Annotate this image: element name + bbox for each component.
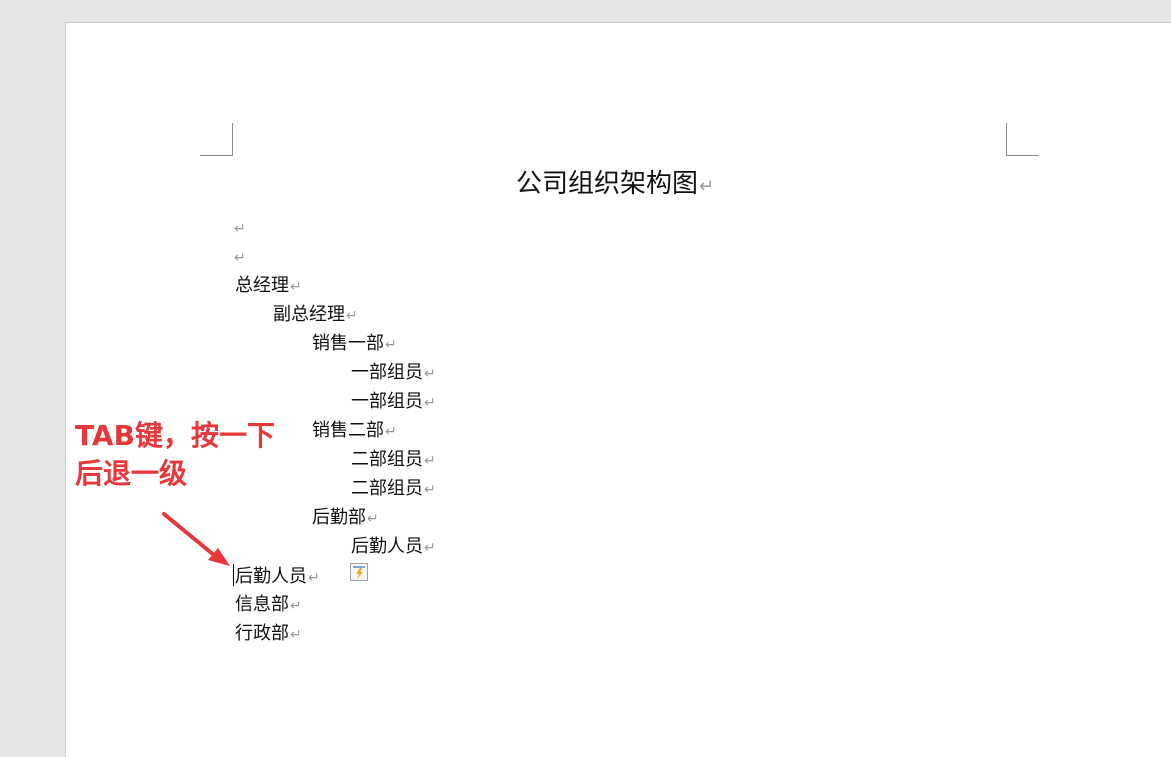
paragraph-mark: ↵ — [346, 308, 358, 324]
paragraph-mark: ↵ — [385, 424, 397, 440]
paragraph-mark: ↵ — [290, 279, 302, 295]
paragraph-mark: ↵ — [424, 453, 436, 469]
paragraph-mark: ↵ — [367, 511, 379, 527]
org-line-general-manager[interactable]: 总经理↵ — [235, 275, 302, 296]
paragraph-mark: ↵ — [699, 176, 715, 197]
empty-paragraph[interactable]: ↵ — [233, 216, 246, 241]
paragraph-mark: ↵ — [424, 540, 436, 556]
document-page[interactable]: 公司组织架构图↵ ↵ ↵ 总经理↵ 副总经理↵ 销售一部↵ 一部组员↵ 一部组员… — [65, 22, 1171, 757]
annotation-arrow — [162, 512, 230, 566]
margin-corner-top-right — [1006, 123, 1039, 156]
document-title[interactable]: 公司组织架构图↵ — [516, 169, 715, 199]
org-line-admin-dept[interactable]: 行政部↵ — [235, 623, 302, 644]
org-line-logistics-staff-current[interactable]: 后勤人员↵ — [233, 564, 320, 587]
empty-paragraph[interactable]: ↵ — [233, 245, 246, 270]
org-line-logistics-staff[interactable]: 后勤人员↵ — [351, 536, 436, 557]
org-line-dept-2-member[interactable]: 二部组员↵ — [351, 449, 436, 470]
org-line-dept-2-member[interactable]: 二部组员↵ — [351, 478, 436, 499]
text-cursor — [233, 564, 234, 586]
margin-corner-top-left — [200, 123, 233, 156]
org-line-sales-dept-2[interactable]: 销售二部↵ — [312, 420, 397, 441]
paragraph-mark: ↵ — [308, 570, 320, 586]
org-line-sales-dept-1[interactable]: 销售一部↵ — [312, 333, 397, 354]
paragraph-mark: ↵ — [424, 482, 436, 498]
paragraph-mark: ↵ — [234, 221, 246, 237]
paragraph-mark: ↵ — [290, 598, 302, 614]
lightning-options-icon — [353, 566, 365, 579]
paragraph-mark: ↵ — [424, 395, 436, 411]
paragraph-mark: ↵ — [385, 337, 397, 353]
paragraph-mark: ↵ — [234, 250, 246, 266]
org-line-deputy-manager[interactable]: 副总经理↵ — [273, 304, 358, 325]
org-line-dept-1-member[interactable]: 一部组员↵ — [351, 362, 436, 383]
annotation-text: TAB键，按一下 后退一级 — [75, 419, 275, 490]
org-line-info-dept[interactable]: 信息部↵ — [235, 594, 302, 615]
autocorrect-options-button[interactable] — [350, 563, 368, 581]
paragraph-mark: ↵ — [424, 366, 436, 382]
org-line-logistics-dept[interactable]: 后勤部↵ — [312, 507, 379, 528]
paragraph-mark: ↵ — [290, 627, 302, 643]
org-line-dept-1-member[interactable]: 一部组员↵ — [351, 391, 436, 412]
